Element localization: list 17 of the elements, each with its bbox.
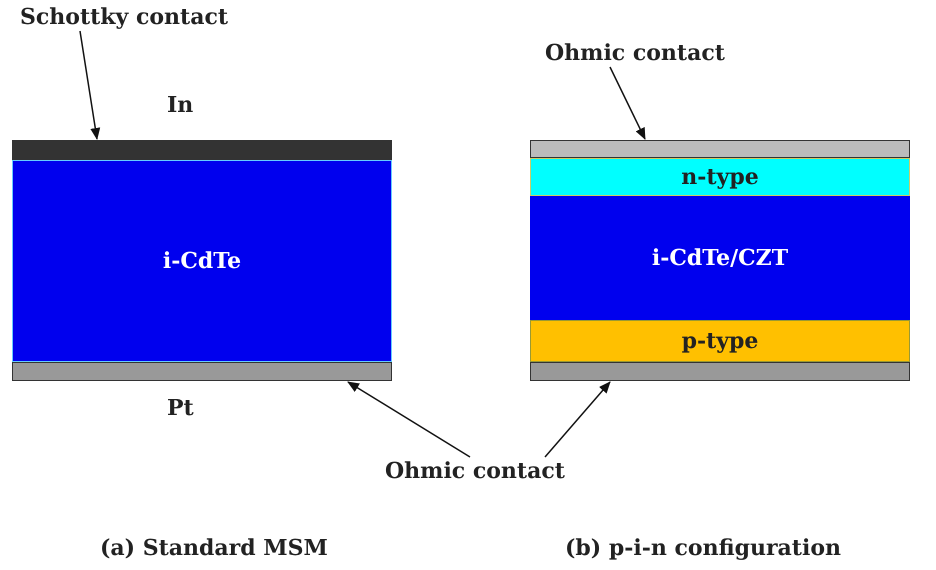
callout-text: Schottky contact: [20, 4, 228, 30]
metal-contact-layer: [530, 362, 910, 381]
semiconductor-layer: i-CdTe: [12, 160, 392, 362]
callout-text: Ohmic contact: [545, 40, 725, 66]
contact-label: Pt: [167, 395, 194, 421]
leader-line: [544, 381, 611, 458]
semiconductor-layer: i-CdTe/CZT: [530, 196, 910, 320]
caption: (a) Standard MSM: [100, 535, 328, 561]
leader-line: [79, 30, 100, 140]
callout-text: Ohmic contact: [385, 458, 565, 484]
contact-label: In: [167, 92, 194, 118]
leader-line: [347, 381, 470, 458]
p-type-layer: p-type: [530, 320, 910, 362]
leader-line: [609, 66, 646, 140]
n-type-layer: n-type: [530, 158, 910, 196]
metal-contact-layer: [530, 140, 910, 158]
caption: (b) p-i-n configuration: [565, 535, 841, 561]
